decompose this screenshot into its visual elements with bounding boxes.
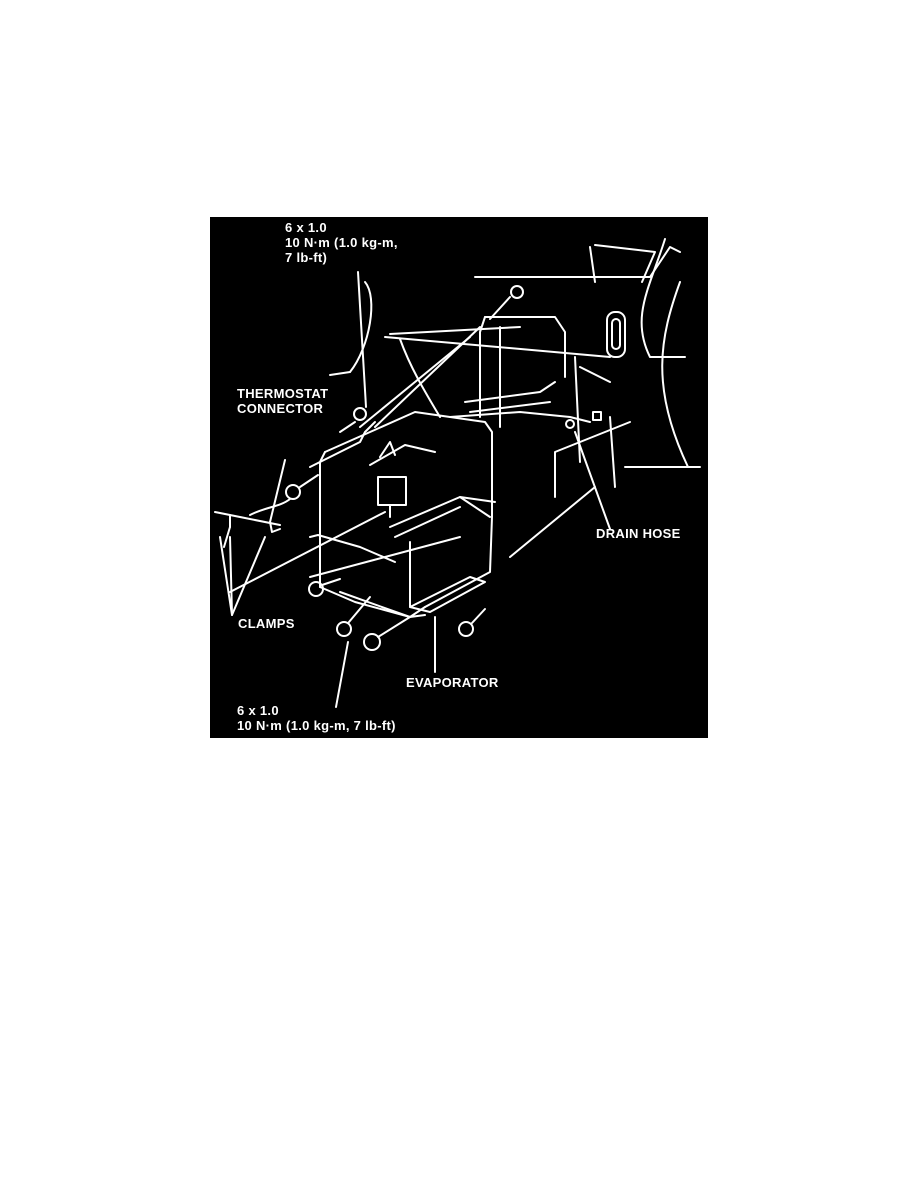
top-bolt-spec-label: 6 x 1.0 10 N·m (1.0 kg-m, 7 lb-ft) (285, 220, 398, 265)
clamps-label: CLAMPS (238, 616, 295, 631)
top-bolt-torque-line2: 7 lb-ft) (285, 250, 328, 265)
line-art-illustration (214, 238, 701, 708)
bottom-bolt-size: 6 x 1.0 (237, 703, 279, 718)
top-bolt-size: 6 x 1.0 (285, 220, 327, 235)
thermostat-connector-line1: THERMOSTAT (237, 386, 329, 401)
thermostat-connector-line2: CONNECTOR (237, 401, 324, 416)
drain-hose-label: DRAIN HOSE (596, 526, 681, 541)
evaporator-removal-diagram: 6 x 1.0 10 N·m (1.0 kg-m, 7 lb-ft) THERM… (210, 217, 708, 738)
evaporator-label: EVAPORATOR (406, 675, 499, 690)
top-bolt-torque-line1: 10 N·m (1.0 kg-m, (285, 235, 398, 250)
thermostat-connector-label: THERMOSTAT CONNECTOR (237, 386, 328, 416)
bottom-bolt-torque: 10 N·m (1.0 kg-m, 7 lb-ft) (237, 718, 396, 733)
bottom-bolt-spec-label: 6 x 1.0 10 N·m (1.0 kg-m, 7 lb-ft) (237, 703, 396, 733)
